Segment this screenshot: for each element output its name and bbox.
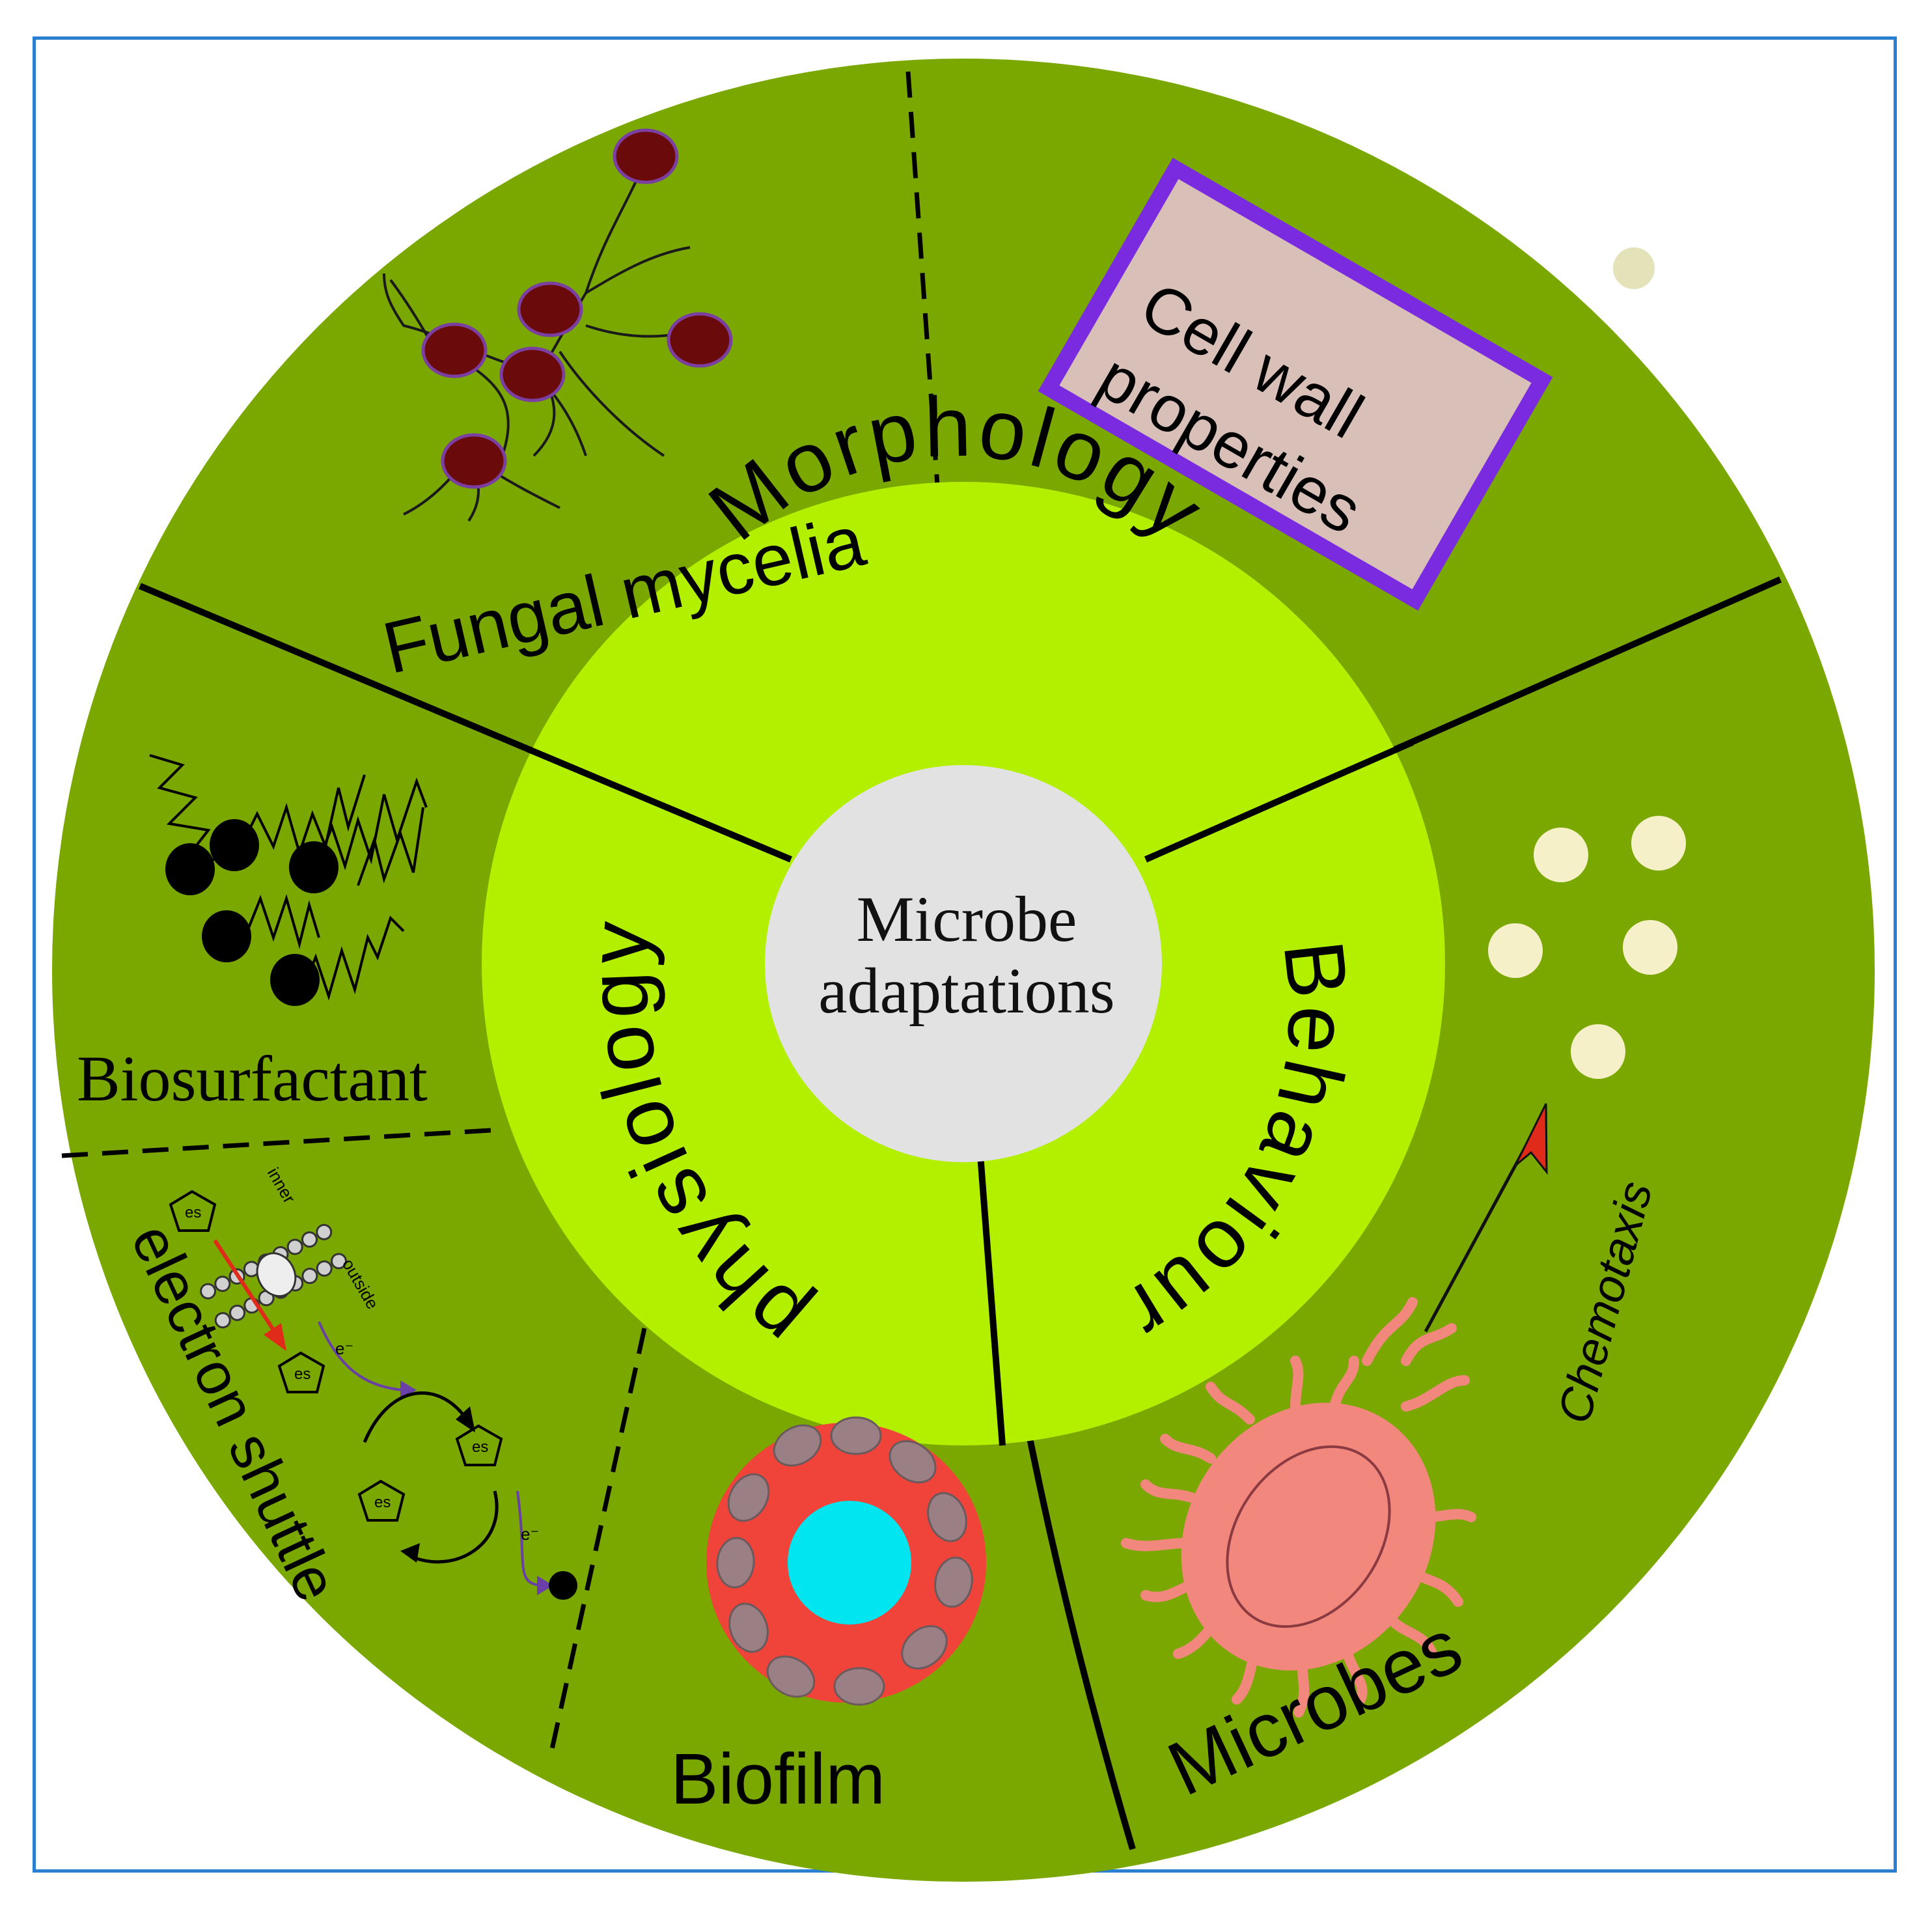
chemotaxis-dots bbox=[1488, 816, 1686, 1079]
biosurfactant-label: Biosurfactant bbox=[77, 1042, 428, 1115]
membrane bbox=[200, 1223, 347, 1329]
biofilm-illustration bbox=[706, 1416, 986, 1706]
microbe-illustration bbox=[1121, 1297, 1476, 1718]
electron-shuttle-illustration: inner outside es es es es e⁻ e⁻ bbox=[169, 1164, 577, 1600]
es-label-2: es bbox=[294, 1365, 310, 1383]
fungal-spores bbox=[421, 128, 733, 489]
es-label-4: es bbox=[374, 1494, 391, 1511]
faint-dot bbox=[1613, 247, 1655, 289]
es-label-3: es bbox=[472, 1438, 488, 1456]
cell-wall-box bbox=[1038, 158, 1553, 611]
center-title-line1: Microbe bbox=[857, 883, 1077, 955]
es-label-1: es bbox=[185, 1204, 201, 1221]
biosurfactant-illustration bbox=[149, 754, 428, 1006]
center-disc bbox=[765, 765, 1162, 1162]
dashed-dividers bbox=[61, 71, 940, 1759]
biofilm-label: Biofilm bbox=[670, 1739, 885, 1819]
chemotaxis-arrow-shaft bbox=[1424, 1132, 1535, 1333]
chemotaxis-arrowhead bbox=[1514, 1103, 1548, 1175]
center-title-line2: adaptations bbox=[818, 955, 1114, 1027]
electron-label-1: e⁻ bbox=[335, 1339, 353, 1358]
inner-dividers bbox=[526, 739, 1414, 1446]
electron-label-2: e⁻ bbox=[521, 1524, 539, 1544]
